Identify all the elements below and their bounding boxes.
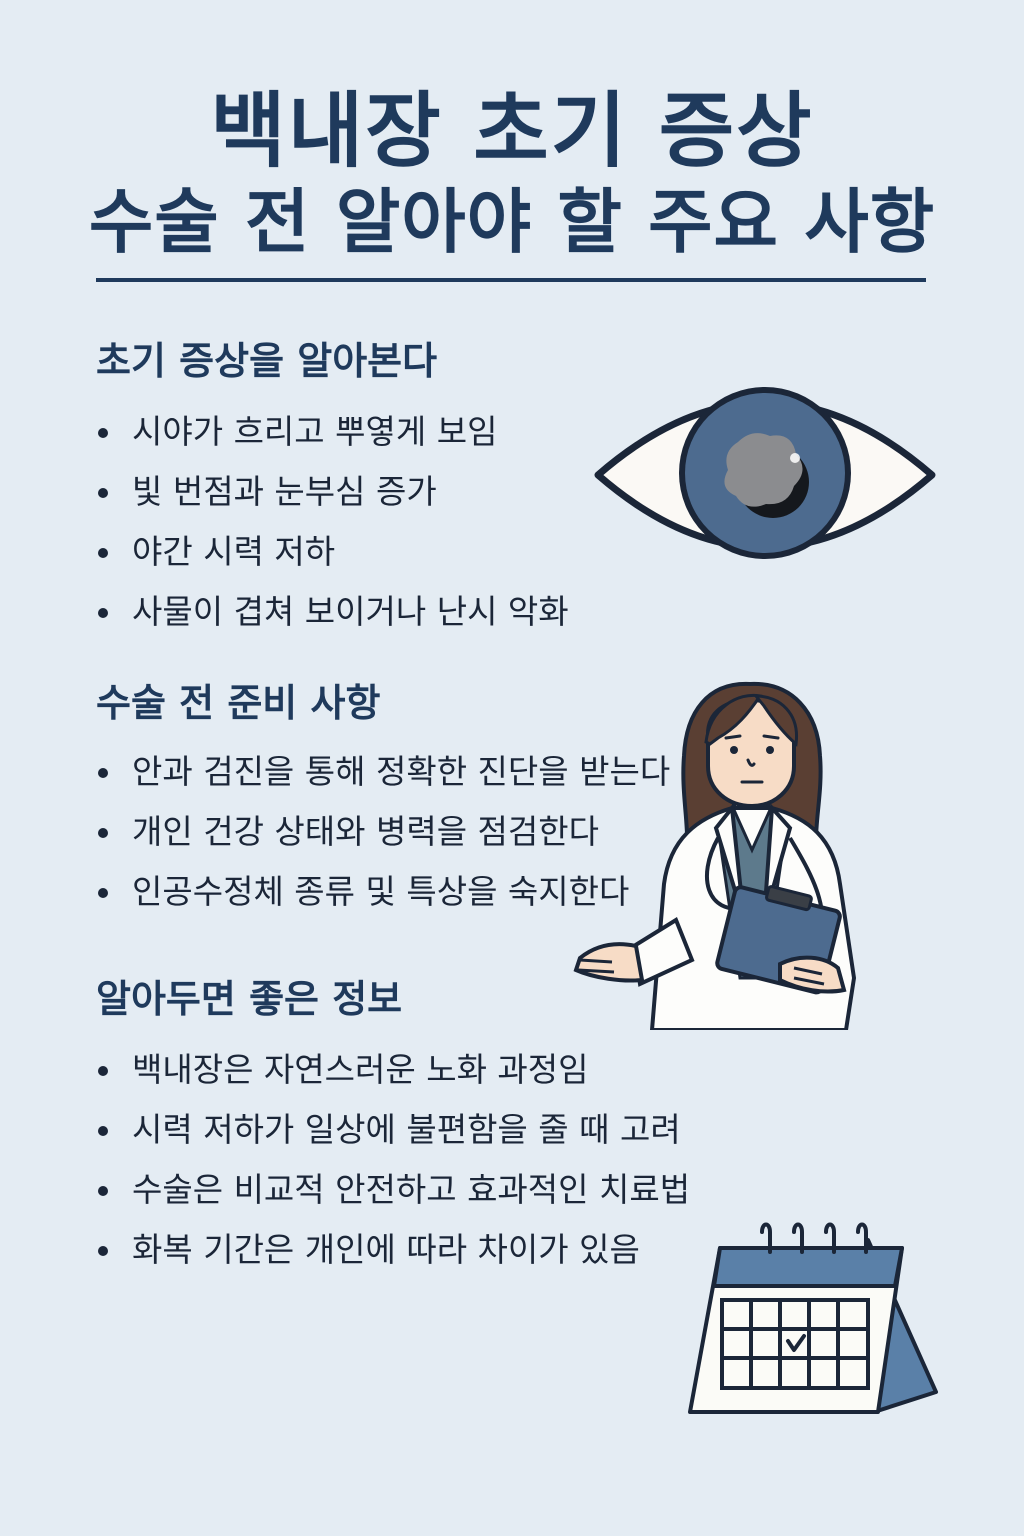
section-heading-preparation: 수술 전 준비 사항 [96, 681, 381, 725]
list-item: 시야가 흐리고 뿌옇게 보임 [96, 402, 569, 462]
calendar-icon [688, 1222, 938, 1414]
doctor-icon [573, 681, 857, 1030]
page-subtitle: 수술 전 알아야 할 주요 사항 [88, 181, 936, 263]
list-item: 사물이 겹쳐 보이거나 난시 악화 [96, 582, 569, 642]
title-divider [96, 278, 926, 282]
list-item: 수술은 비교적 안전하고 효과적인 치료법 [96, 1160, 690, 1220]
list-item: 화복 기간은 개인에 따라 차이가 있음 [96, 1220, 690, 1280]
section-heading-info: 알아두면 좋은 정보 [96, 977, 403, 1021]
preparation-list: 안과 검진을 통해 정확한 진단을 받는다 개인 건강 상태와 병력을 점검한다… [96, 742, 670, 922]
section-heading-symptoms: 초기 증상을 알아본다 [96, 339, 438, 383]
list-item: 안과 검진을 통해 정확한 진단을 받는다 [96, 742, 670, 802]
list-item: 야간 시력 저하 [96, 522, 569, 582]
symptoms-list: 시야가 흐리고 뿌옇게 보임 빛 번점과 눈부심 증가 야간 시력 저하 사물이… [96, 402, 569, 642]
list-item: 개인 건강 상태와 병력을 점검한다 [96, 802, 670, 862]
list-item: 빛 번점과 눈부심 증가 [96, 462, 569, 522]
eye-icon [594, 387, 936, 559]
info-list: 백내장은 자연스러운 노화 과정임 시력 저하가 일상에 불편함을 줄 때 고려… [96, 1040, 690, 1280]
list-item: 백내장은 자연스러운 노화 과정임 [96, 1040, 690, 1100]
list-item: 인공수정체 종류 및 특상을 숙지한다 [96, 862, 670, 922]
list-item: 시력 저하가 일상에 불편함을 줄 때 고려 [96, 1100, 690, 1160]
page-title: 백내장 초기 증상 [210, 84, 814, 179]
